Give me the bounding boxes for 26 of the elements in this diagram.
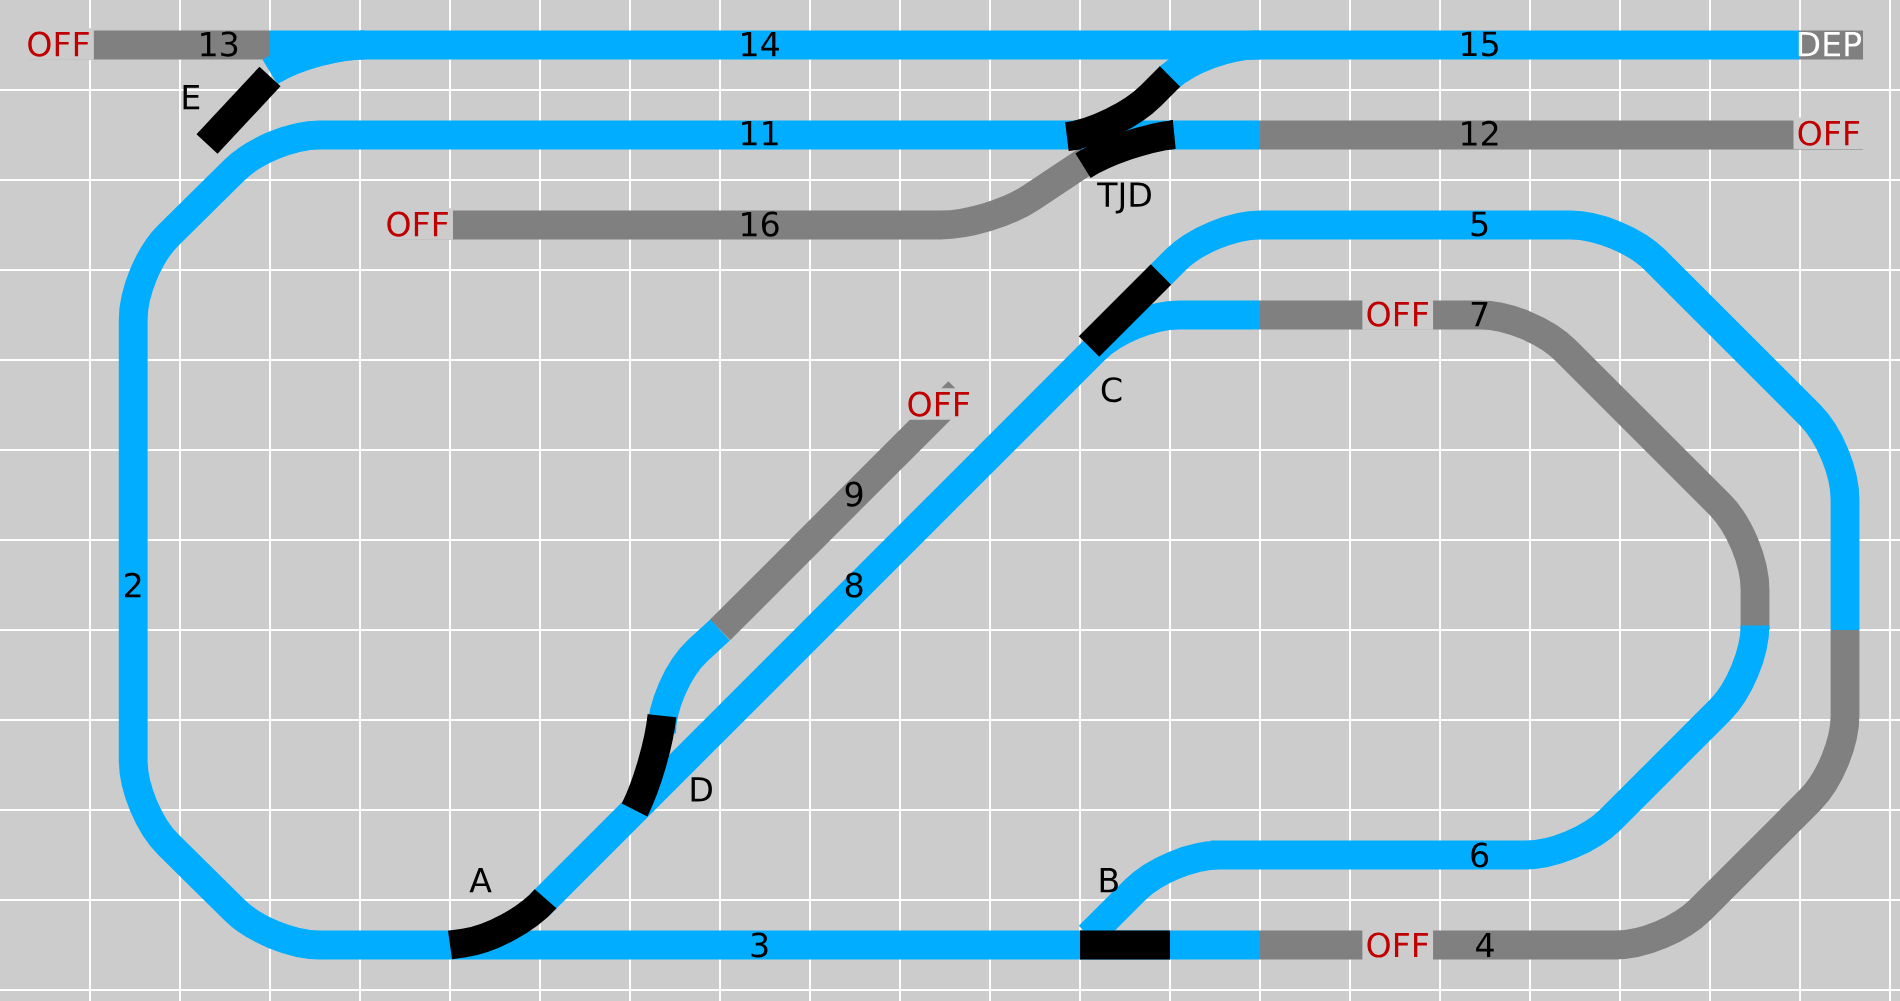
track-label: OFF	[1793, 117, 1865, 149]
track-label: 9	[845, 481, 863, 507]
track-label: 12	[1462, 120, 1498, 146]
track-label: 14	[742, 32, 779, 57]
track-label: 3	[751, 932, 768, 958]
track-label: 4	[1476, 932, 1494, 958]
track-label: E	[183, 85, 200, 110]
track-label: D	[691, 777, 712, 802]
track-label: 16	[742, 211, 779, 237]
track-label: 13	[201, 31, 238, 57]
track-label: B	[1100, 868, 1118, 893]
track-label: 7	[1471, 302, 1488, 327]
track-label: 11	[742, 121, 778, 146]
track-label: OFF	[1362, 298, 1434, 330]
track-label: 15	[1462, 31, 1498, 57]
track-label: 2	[125, 572, 141, 598]
track-label: TJD	[1097, 182, 1151, 214]
track-label: OFF	[382, 208, 453, 240]
track-label: 6	[1471, 842, 1489, 868]
track-label: 5	[1471, 211, 1488, 237]
track-label: OFF	[23, 28, 94, 60]
track-label: OFF	[903, 388, 975, 420]
track-label: C	[1101, 377, 1122, 403]
track-label: A	[469, 868, 492, 893]
track-label: 8	[845, 572, 863, 598]
track-label: OFF	[1362, 929, 1434, 961]
